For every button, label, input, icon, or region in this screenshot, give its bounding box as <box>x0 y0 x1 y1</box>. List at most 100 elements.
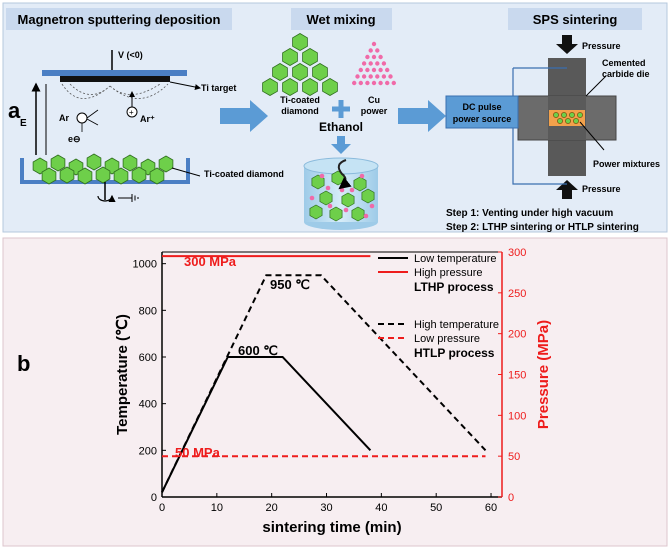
voltage-label: V (<0) <box>118 50 143 60</box>
y-right-tick-label: 50 <box>508 451 520 463</box>
x-tick-label: 30 <box>320 502 332 514</box>
mixture-particle <box>577 112 583 118</box>
ti-coated-diamond-particle <box>322 78 338 96</box>
ti-coated-diamond-particle <box>41 167 57 185</box>
stage2-title-bg <box>291 8 392 30</box>
ti-coated-diamond-particle <box>262 78 278 96</box>
die-label-line2: carbide die <box>602 69 650 79</box>
cu-particle <box>371 67 377 73</box>
stage3-title-bg <box>508 8 642 30</box>
mixture-particle <box>569 112 575 118</box>
powder2-label-line2: power <box>361 106 388 116</box>
mixture-particle <box>573 118 579 124</box>
ti-coated-diamond-particle <box>282 78 298 96</box>
substrate-pointer <box>171 167 201 177</box>
chart-annotation: 950 ℃ <box>270 277 310 292</box>
stage3-title: SPS sintering <box>533 12 618 27</box>
x-tick-label: 60 <box>485 502 497 514</box>
y-right-tick-label: 100 <box>508 410 526 422</box>
dc-pulse-power-source <box>445 95 519 129</box>
die-label-line1: Cemented <box>602 58 646 68</box>
die-pointer <box>585 75 607 97</box>
y-right-tick-label: 0 <box>508 492 514 504</box>
mixed-cu-particle <box>369 203 375 209</box>
chart-annotation: 600 ℃ <box>238 343 278 358</box>
y-left-tick-label: 800 <box>139 305 157 317</box>
ti-coated-diamond-layer <box>32 153 174 185</box>
ti-coated-diamond-particle <box>282 48 298 66</box>
legend-group-label: HTLP process <box>414 346 495 360</box>
ti-coated-diamond-particle <box>131 166 147 184</box>
ti-coated-diamond-particle <box>292 33 308 51</box>
y-left-tick-label: 0 <box>151 492 157 504</box>
cu-particle <box>371 54 377 60</box>
cu-particle <box>365 54 370 60</box>
mixed-cu-particle <box>319 173 325 179</box>
beaker-mixture <box>309 170 375 222</box>
y-right-tick-label: 300 <box>508 247 526 259</box>
ti-target-pointer <box>169 81 201 90</box>
panel-a-letter: a <box>8 98 21 123</box>
ionization-line-2 <box>86 118 99 126</box>
argon-atom <box>76 112 88 124</box>
mixed-diamond-particle <box>361 188 375 204</box>
rotation-arrow-icon <box>97 194 116 203</box>
y-left-tick-label: 400 <box>139 399 157 411</box>
cu-powder <box>352 41 396 86</box>
mixed-diamond-particle <box>353 176 367 192</box>
y-left-axis-label: Temperature (℃) <box>114 314 131 435</box>
legend-entry: Low pressure <box>414 333 480 345</box>
electron-label: e⊖ <box>68 134 81 144</box>
mixed-cu-particle <box>325 185 331 191</box>
ground-icon <box>131 194 139 202</box>
source-label-line1: DC pulse <box>462 102 501 112</box>
process-arrow-1 <box>220 100 268 132</box>
cu-particle <box>368 48 373 53</box>
legend-entry: High pressure <box>414 267 482 279</box>
cu-particle <box>385 67 390 73</box>
powder1-label-line1: Ti-coated <box>280 95 320 105</box>
mixed-cu-particle <box>327 203 333 209</box>
ti-coated-diamond-particle <box>312 63 328 81</box>
cu-particle <box>378 80 383 86</box>
cu-particle <box>371 41 377 47</box>
cu-particle <box>368 61 373 66</box>
mixed-cu-particle <box>349 187 355 193</box>
pressure-bottom-arrow <box>556 180 578 199</box>
cu-particle <box>378 67 383 73</box>
cu-particle <box>365 67 370 73</box>
y-right-tick-label: 250 <box>508 288 526 300</box>
ti-coated-diamond-particle <box>302 78 318 96</box>
magnetic-field-lines <box>61 83 169 99</box>
chart-annotation: 50 MPa <box>175 445 221 460</box>
sputtering-chamber: V (<0) Ti target E Ar e⊖ + Ar⁺ Ti-coated… <box>20 50 284 203</box>
ti-coated-diamond-particle <box>149 167 165 185</box>
x-tick-label: 10 <box>211 502 223 514</box>
cu-particle <box>375 74 380 79</box>
argon-label: Ar <box>59 113 69 123</box>
mixed-diamond-particle <box>311 174 325 190</box>
mixed-cu-particle <box>363 213 369 219</box>
pressure-top-label: Pressure <box>582 41 621 51</box>
mixed-diamond-particle <box>351 206 365 222</box>
ti-target <box>60 76 170 82</box>
cu-particle <box>355 74 360 79</box>
cu-particle <box>378 54 383 60</box>
y-right-axis-label: Pressure (MPa) <box>535 320 552 429</box>
legend-entry: Low temperature <box>414 253 497 265</box>
ionization-line-1 <box>86 109 99 119</box>
y-left-tick-label: 600 <box>139 352 157 364</box>
mixed-diamond-particle <box>341 192 355 208</box>
chart-annotation: 300 MPa <box>184 254 237 269</box>
mixing-beaker <box>303 157 379 230</box>
cu-particle <box>385 80 390 86</box>
panel-b-letter: b <box>17 351 30 376</box>
x-tick-label: 0 <box>159 502 165 514</box>
ti-coated-diamond-particle <box>292 63 308 81</box>
ti-coated-diamond-particle <box>302 48 318 66</box>
cu-particle <box>361 74 367 79</box>
powder1-label-line2: diamond <box>281 106 319 116</box>
cu-particle <box>358 80 363 86</box>
